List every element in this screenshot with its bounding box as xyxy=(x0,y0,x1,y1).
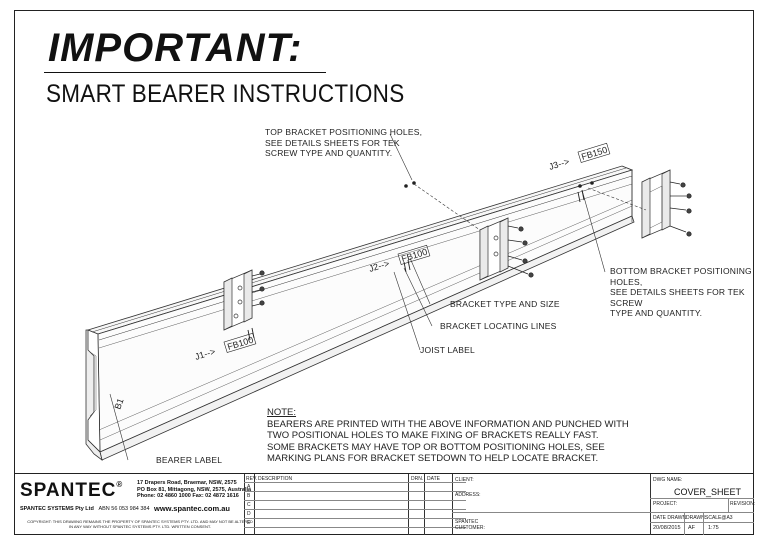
locating-lines-callout: BRACKET LOCATING LINES xyxy=(440,321,557,331)
bearer-label-callout: BEARER LABEL xyxy=(156,455,223,465)
note-line: MARKING PLANS FOR BRACKET SETDOWN TO HEL… xyxy=(267,453,599,464)
note-block: NOTE: BEARERS ARE PRINTED WITH THE ABOVE… xyxy=(267,407,629,465)
revision-row: E xyxy=(244,519,466,528)
page-subtitle: SMART BEARER INSTRUCTIONS xyxy=(46,80,405,108)
revision-row: C xyxy=(244,501,466,510)
bearer-mark-b1: B1 xyxy=(112,397,125,411)
dwg-name-value: COVER_SHEET xyxy=(674,487,742,497)
scale-value: 1:75 xyxy=(708,525,719,531)
dwg-name-label: DWG NAME: xyxy=(653,477,683,483)
bottom-holes-callout: BOTTOM BRACKET POSITIONING HOLES, SEE DE… xyxy=(610,266,752,318)
note-line: SOME BRACKETS MAY HAVE TOP OR BOTTOM POS… xyxy=(267,441,605,453)
company-address: 17 Drapers Road, Braemar, NSW, 2575 PO B… xyxy=(137,480,252,499)
company-name: SPANTEC SYSTEMS Pty Ltd ABN 56 053 984 3… xyxy=(20,506,150,512)
sheet-border xyxy=(14,10,754,535)
page-title: IMPORTANT: xyxy=(48,26,303,70)
title-underline xyxy=(44,72,326,73)
joist-label-j3: J3--> xyxy=(548,156,571,172)
project-label: PROJECT: xyxy=(653,501,678,507)
note-line: TWO POSITIONAL HOLES TO MAKE FIXING OF B… xyxy=(267,430,599,441)
copyright-text: COPYRIGHT: THIS DRAWING REMAINS THE PROP… xyxy=(27,519,253,529)
revision-row: B xyxy=(244,492,466,501)
revision-label: REVISION: xyxy=(730,501,756,507)
bracket-type-callout: BRACKET TYPE AND SIZE xyxy=(450,299,560,309)
drawn-label: DRAWN: xyxy=(686,515,707,521)
top-holes-callout: TOP BRACKET POSITIONING HOLES, SEE DETAI… xyxy=(265,127,423,158)
note-line: BEARERS ARE PRINTED WITH THE ABOVE INFOR… xyxy=(267,418,629,430)
revision-header-row: REV. DESCRIPTION DRN. DATE xyxy=(244,474,466,483)
company-website: www.spantec.com.au xyxy=(154,504,230,513)
date-drawn-value: 20/08/2015 xyxy=(653,525,681,531)
drawn-value: AF xyxy=(688,525,696,531)
revision-row: D xyxy=(244,510,466,519)
company-logo: SPANTEC® xyxy=(20,480,124,501)
client-label: CLIENT: xyxy=(455,477,474,483)
title-block: SPANTEC® SPANTEC SYSTEMS Pty Ltd ABN 56 … xyxy=(14,473,756,535)
joist-label-callout: JOIST LABEL xyxy=(420,345,475,355)
revision-row: A xyxy=(244,483,466,492)
address-label: ADDRESS: xyxy=(455,492,481,498)
date-drawn-label: DATE DRAWN: xyxy=(653,515,688,521)
scale-label: SCALE@A3 xyxy=(705,515,733,521)
note-title: NOTE: xyxy=(267,407,297,418)
